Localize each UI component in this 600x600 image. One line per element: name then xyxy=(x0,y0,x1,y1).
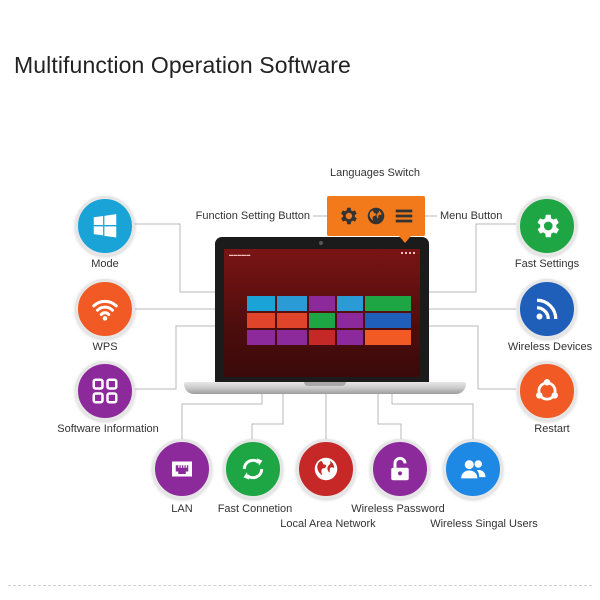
fast-connection-label: Fast Connetion xyxy=(217,503,293,515)
users-icon xyxy=(461,460,486,479)
mode-circle xyxy=(75,196,135,256)
restart-circle xyxy=(517,361,577,421)
menu-icon[interactable] xyxy=(393,205,415,227)
toolbar-pointer xyxy=(399,236,411,243)
restart-label: Restart xyxy=(534,423,570,435)
screen-tile xyxy=(337,313,363,328)
menu-button-label: Menu Button xyxy=(440,210,503,222)
screen-tile xyxy=(365,330,411,345)
globe-icon xyxy=(314,457,338,481)
laptop-notch xyxy=(304,382,346,386)
screen-tile xyxy=(365,313,411,328)
screen-menu-dots xyxy=(401,252,415,257)
screen-tile xyxy=(247,296,275,311)
wireless-password-label: Wireless Password xyxy=(351,503,445,515)
wireless-devices-label: Wireless Devices xyxy=(507,341,593,353)
lan-circle xyxy=(152,439,212,499)
laptop-screen: ▬▬▬▬▬ xyxy=(224,249,420,377)
screen-tile xyxy=(247,330,275,345)
grid-apps-icon xyxy=(92,378,118,404)
wireless-singal-users-circle xyxy=(443,439,503,499)
local-area-network-label: Local Area Network xyxy=(280,518,376,530)
gear-icon xyxy=(537,214,559,238)
laptop: ▬▬▬▬▬ xyxy=(215,237,429,383)
sync-arrows-icon xyxy=(242,458,264,480)
screen-tile xyxy=(277,296,307,311)
restart-icon xyxy=(536,379,558,401)
windows-icon xyxy=(93,214,117,238)
screen-tile xyxy=(309,296,335,311)
fast-settings-circle xyxy=(517,196,577,256)
screen-tile xyxy=(337,296,363,311)
connector-software-info xyxy=(134,325,243,390)
software-information-circle xyxy=(75,361,135,421)
software-information-label: Software Information xyxy=(57,423,159,435)
wireless-singal-users-label: Wireless Singal Users xyxy=(430,518,538,530)
wireless-devices-circle xyxy=(517,279,577,339)
screen-tile xyxy=(309,313,335,328)
laptop-base xyxy=(184,382,466,394)
lan-label: LAN xyxy=(171,503,193,515)
page-title: Multifunction Operation Software xyxy=(14,52,351,78)
connector-fast-settings xyxy=(410,223,516,293)
languages-switch-label: Languages Switch xyxy=(330,167,420,179)
wps-label: WPS xyxy=(92,341,118,353)
fast-connection-circle xyxy=(223,439,283,499)
toolbar-callout xyxy=(327,196,425,243)
laptop-camera xyxy=(319,241,323,245)
globe-icon[interactable] xyxy=(365,205,387,227)
mode-label: Mode xyxy=(91,258,119,270)
wireless-password-circle xyxy=(370,439,430,499)
unlock-icon xyxy=(391,456,409,481)
local-area-network-circle xyxy=(296,439,356,499)
screen-logo: ▬▬▬▬▬ xyxy=(229,252,251,257)
function-setting-button-label: Function Setting Button xyxy=(195,210,310,222)
gear-icon[interactable] xyxy=(337,205,359,227)
screen-tile xyxy=(365,296,411,311)
connector-restart xyxy=(410,325,516,390)
screen-tile xyxy=(277,330,307,345)
connector-mode xyxy=(134,223,243,293)
bottom-divider xyxy=(8,585,592,586)
screen-tile xyxy=(309,330,335,345)
screen-tile xyxy=(247,313,275,328)
fast-settings-label: Fast Settings xyxy=(514,258,580,270)
rss-icon xyxy=(536,298,558,320)
wps-circle xyxy=(75,279,135,339)
screen-tile xyxy=(337,330,363,345)
wifi-icon xyxy=(92,299,118,321)
screen-tile xyxy=(277,313,307,328)
lan-port-icon xyxy=(172,461,192,477)
